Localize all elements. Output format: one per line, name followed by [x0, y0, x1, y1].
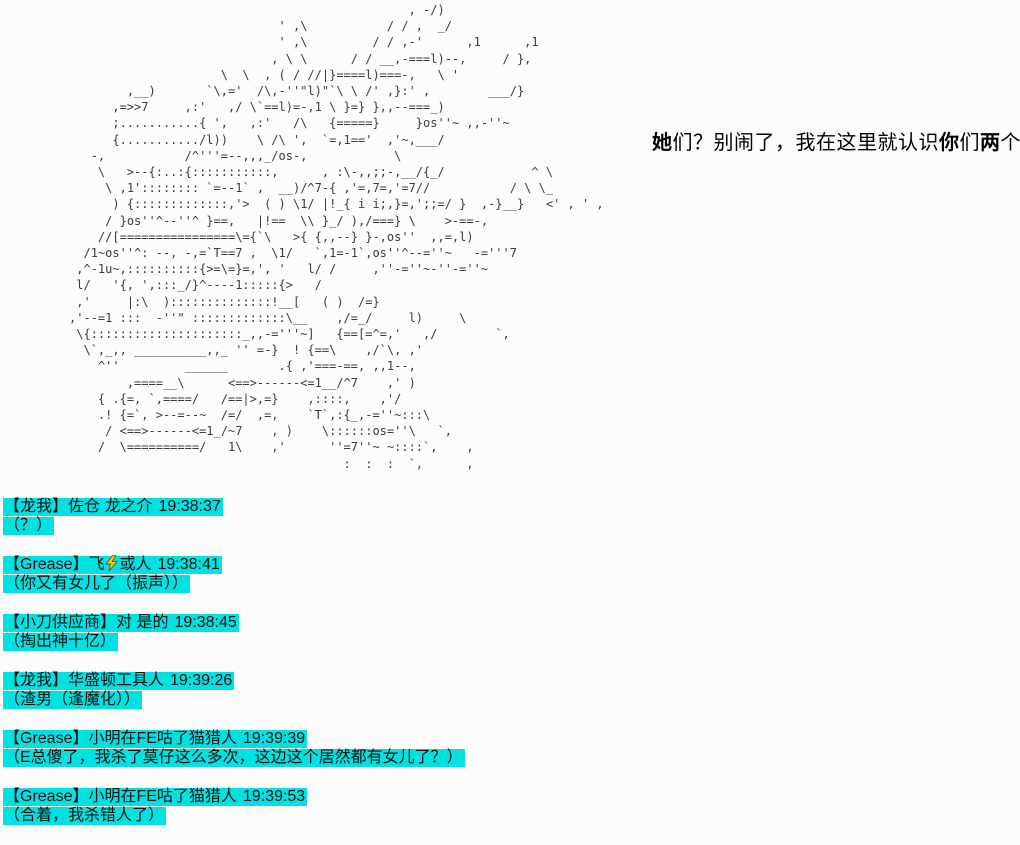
message-timestamp: 19:38:37 [158, 498, 220, 515]
message-content: （渣男（逢魔化）） [3, 691, 142, 709]
message-timestamp: 19:38:45 [174, 614, 236, 631]
message-author: 【Grease】小明在FE咕了猫猎人 [4, 730, 237, 747]
message-content: （合着，我杀错人了） [3, 807, 166, 825]
message-content-line: （合着，我杀错人了） [3, 806, 465, 825]
message-list: 【龙我】佐仓 龙之介 19:38:37 （？） 【Grease】飞或人 19:38:… [3, 497, 465, 845]
message-content-line: （E总傻了，我杀了莫仔这么多次，这边这个居然都有女儿了？） [3, 748, 465, 767]
message-timestamp: 19:39:26 [170, 672, 232, 689]
ascii-art-drawing: , -/) ' ,\ / / , _/ ' ,\ / / ,-' ,1 ,1 ,… [4, 2, 604, 472]
message-header-line: 【Grease】小明在FE咕了猫猎人 19:39:39 [3, 729, 465, 748]
message-header-line: 【龙我】华盛顿工具人 19:39:26 [3, 671, 465, 690]
message-header-line: 【Grease】飞或人 19:38:41 [3, 555, 465, 574]
high-voltage-icon [105, 555, 118, 571]
message-author: 【龙我】佐仓 龙之介 [4, 498, 152, 515]
speech-segment: 她 [652, 132, 673, 154]
message-content: （掏出神十亿） [3, 633, 118, 651]
message-author: 【Grease】飞 [4, 556, 104, 573]
message: 【Grease】飞或人 19:38:41 （你又有女儿了（振声）） [3, 555, 465, 593]
message: 【Grease】小明在FE咕了猫猎人 19:39:39 （E总傻了，我杀了莫仔这么… [3, 729, 465, 767]
message-content-line: （掏出神十亿） [3, 632, 465, 651]
speech-segment: 两 [980, 132, 1001, 154]
message-content-line: （你又有女儿了（振声）） [3, 574, 465, 593]
message-author: 【Grease】小明在FE咕了猫猎人 [4, 788, 237, 805]
message-header-line: 【龙我】佐仓 龙之介 19:38:37 [3, 497, 465, 516]
speech-segment: 们？别闹了，我在这里就认识 [673, 132, 940, 154]
message: 【小刀供应商】对 是的 19:38:45 （掏出神十亿） [3, 613, 465, 651]
message-content-line: （渣男（逢魔化）） [3, 690, 465, 709]
message: 【龙我】华盛顿工具人 19:39:26 （渣男（逢魔化）） [3, 671, 465, 709]
message-content: （E总傻了，我杀了莫仔这么多次，这边这个居然都有女儿了？） [3, 749, 465, 767]
message-content: （？） [3, 517, 54, 535]
message-content: （你又有女儿了（振声）） [3, 575, 190, 593]
message-header-line: 【Grease】小明在FE咕了猫猎人 19:39:53 [3, 787, 465, 806]
message-timestamp: 19:38:41 [158, 556, 220, 573]
message-content-line: （？） [3, 516, 465, 535]
speech-text: 她们？别闹了，我在这里就认识你们两个 [652, 126, 1020, 155]
message-timestamp: 19:39:39 [243, 730, 305, 747]
speech-segment: 个 [1001, 132, 1020, 154]
message: 【Grease】小明在FE咕了猫猎人 19:39:53 （合着，我杀错人了） [3, 787, 465, 825]
message: 【龙我】佐仓 龙之介 19:38:37 （？） [3, 497, 465, 535]
message-header-line: 【小刀供应商】对 是的 19:38:45 [3, 613, 465, 632]
message-author: 或人 [119, 556, 151, 573]
message-author: 【龙我】华盛顿工具人 [4, 672, 164, 689]
speech-segment: 们 [960, 132, 981, 154]
speech-segment: 你 [939, 132, 960, 154]
message-timestamp: 19:39:53 [243, 788, 305, 805]
message-author: 【小刀供应商】对 是的 [4, 614, 168, 631]
